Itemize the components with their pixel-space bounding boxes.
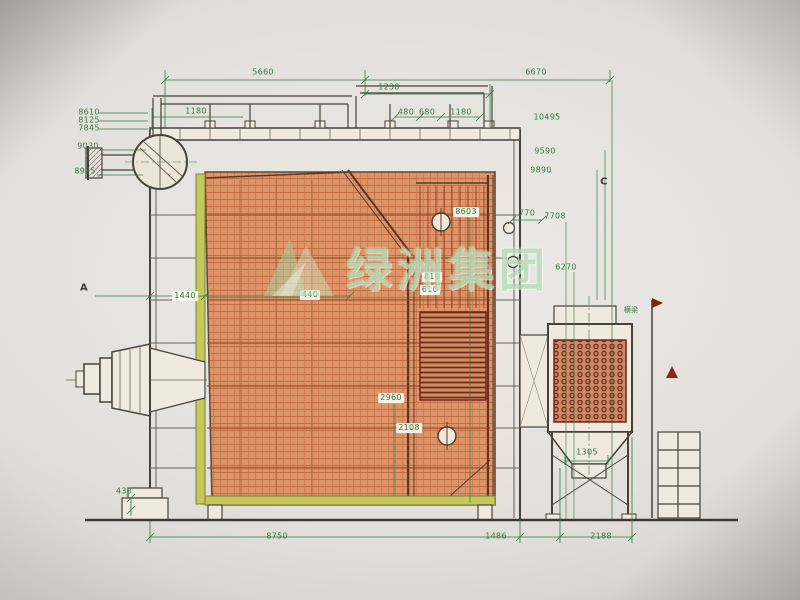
furnace-lining bbox=[195, 173, 496, 506]
furnace-section bbox=[204, 169, 496, 506]
access-stairs bbox=[651, 298, 701, 519]
economizer-unit bbox=[502, 221, 637, 521]
boiler-casing bbox=[121, 120, 521, 521]
left-burner-assembly bbox=[66, 343, 210, 417]
